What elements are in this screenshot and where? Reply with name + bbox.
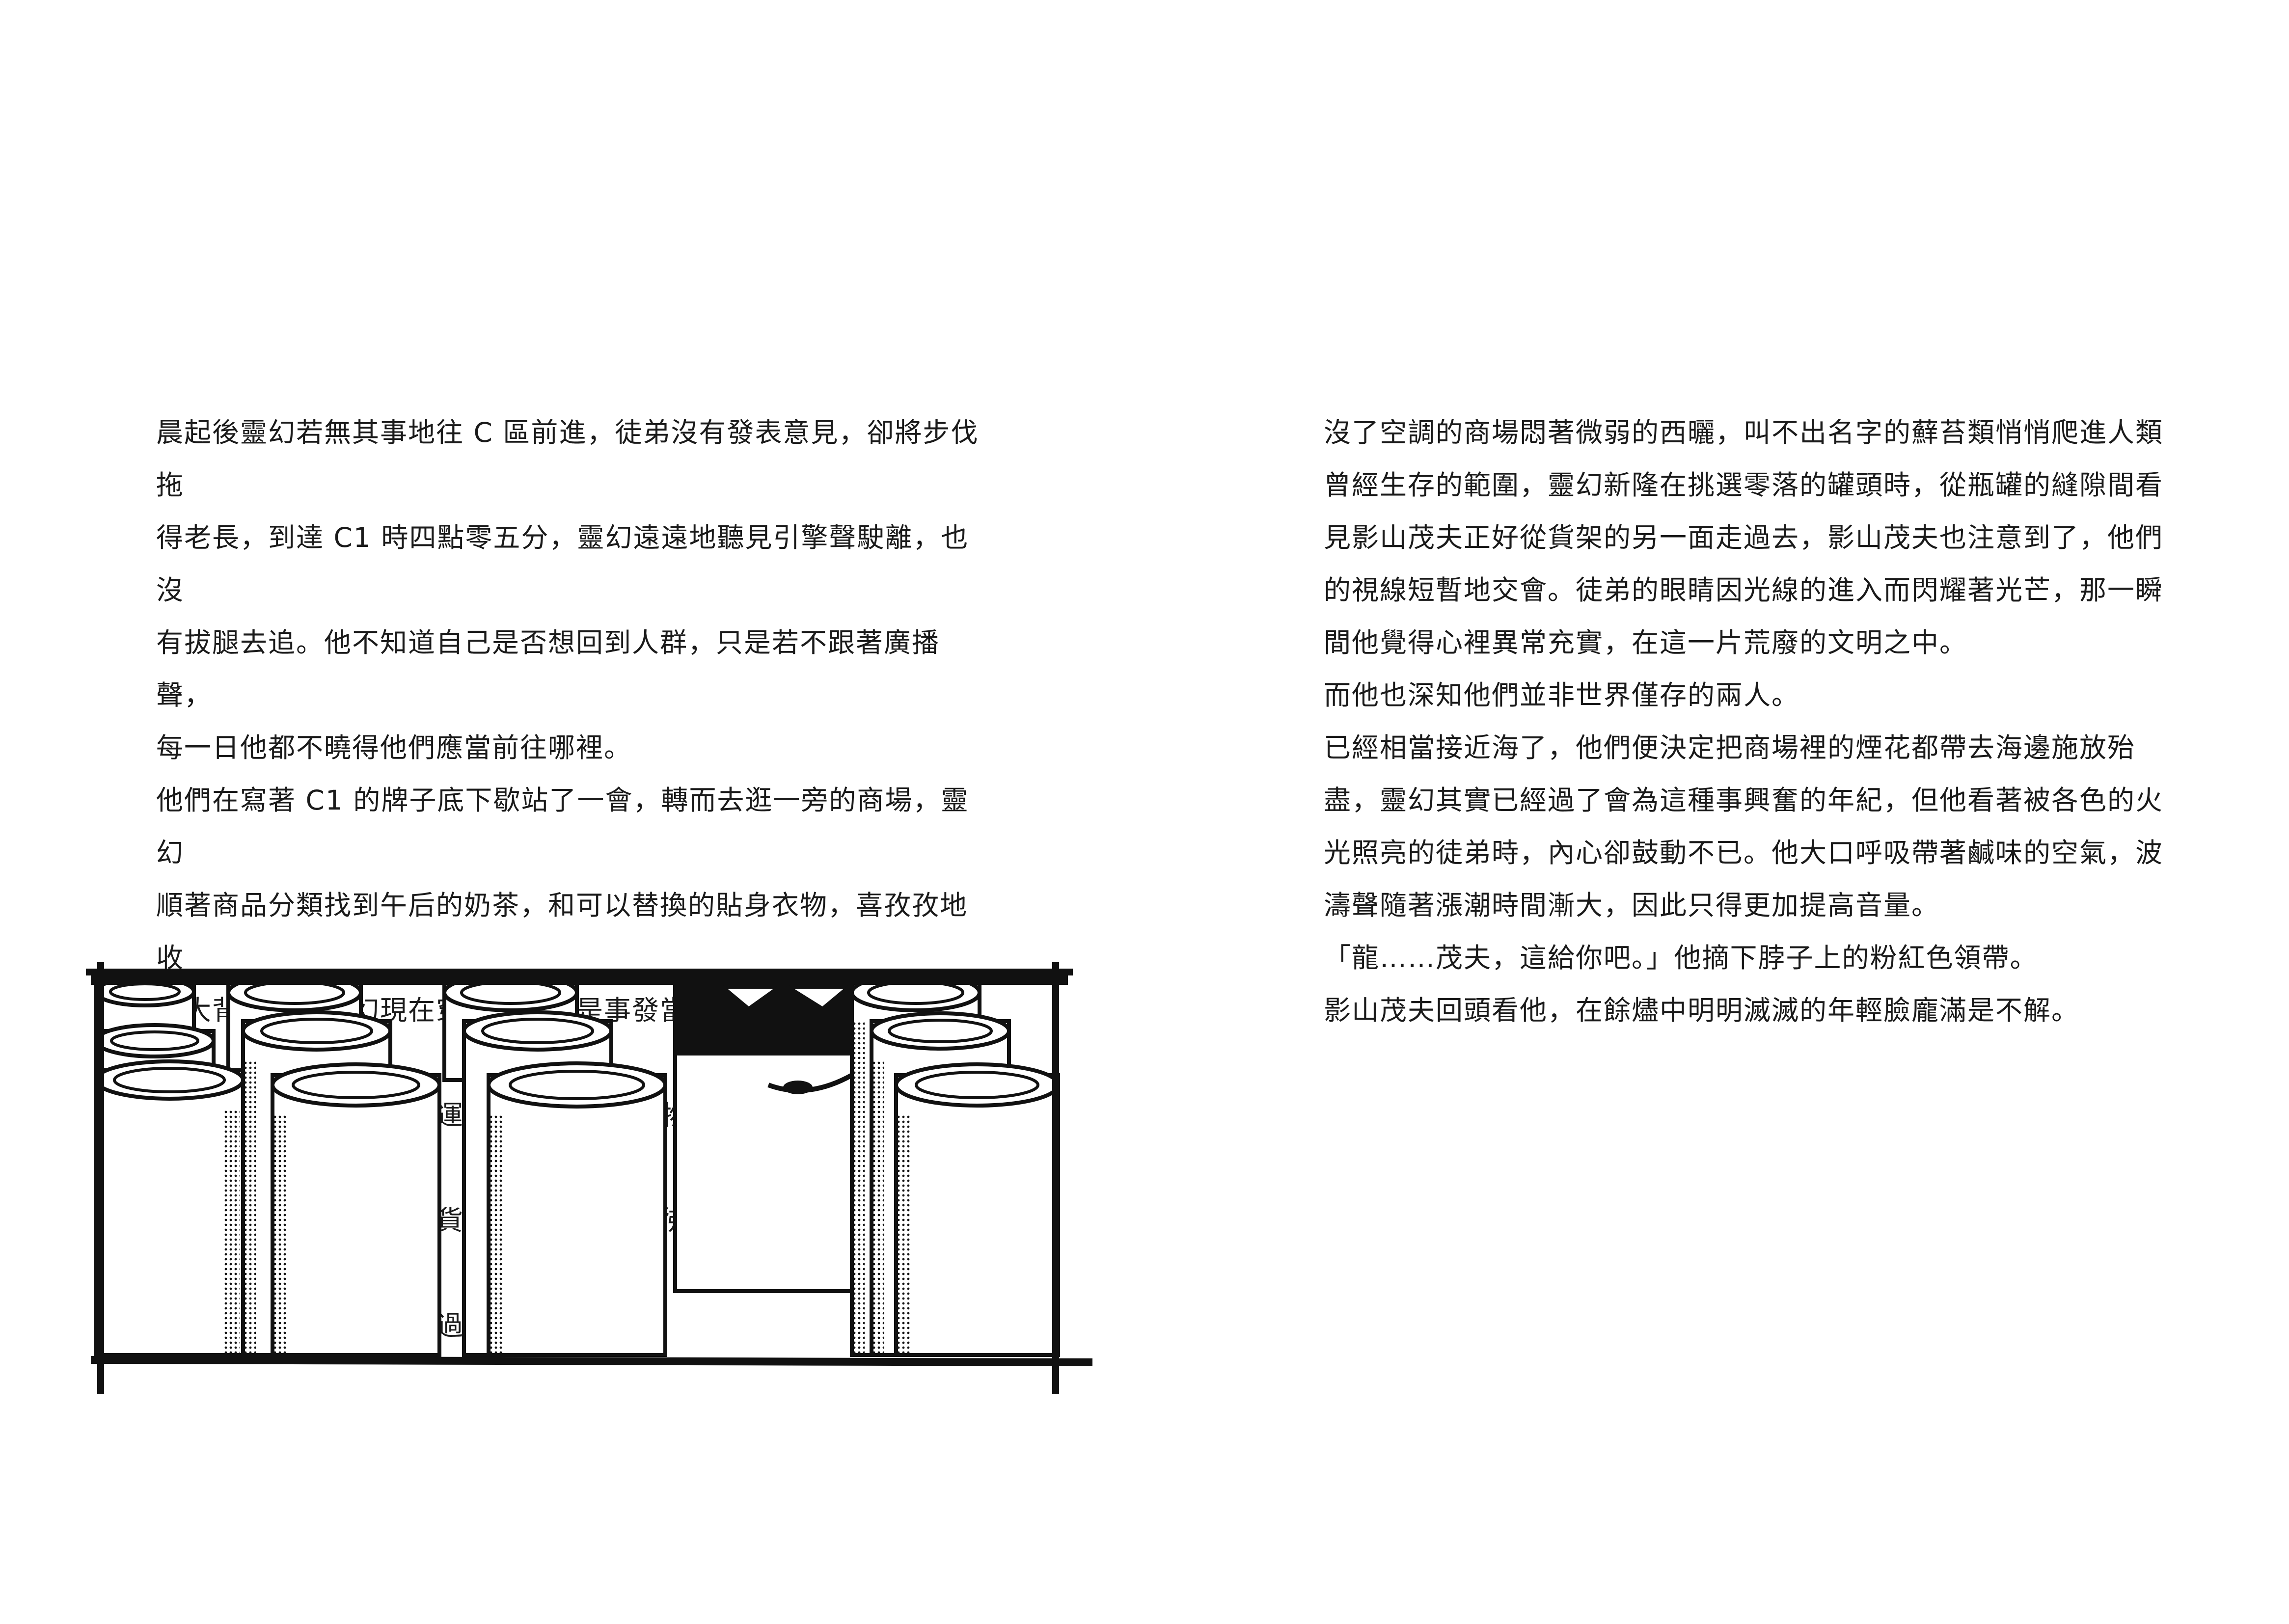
can-front-row: [487, 1061, 667, 1357]
can-front-row: [894, 1062, 1060, 1357]
paragraph: 而他也深知他們並非世界僅存的兩人。: [1324, 679, 1800, 711]
paragraph: 「龍……茂夫，這給你吧。」他摘下脖子上的粉紅色領帶。: [1324, 942, 2038, 974]
right-page: 沒了空調的商場悶著微弱的西曬，叫不出名字的蘚苔類悄悄爬進人類 曾經生存的範圍，靈…: [1144, 0, 2289, 1624]
paragraph: 已經相當接近海了，他們便決定把商場裡的煙花都帶去海邊施放殆 盡，靈幻其實已經過了…: [1324, 732, 2164, 921]
right-text-block: 沒了空調的商場悶著微弱的西曬，叫不出名字的蘚苔類悄悄爬進人類 曾經生存的範圍，靈…: [1324, 406, 2168, 1037]
illustration-drawing: [86, 962, 1093, 1394]
can-front-row: [271, 1062, 441, 1357]
can-front-row: [94, 1059, 245, 1357]
paragraph: 晨起後靈幻若無其事地往 C 區前進，徒弟沒有發表意見，卻將步伐拖 得老長，到達 …: [156, 417, 979, 763]
cans-on-shelf-illustration: [86, 962, 1097, 1404]
shelf-frame: [86, 962, 1093, 1394]
paragraph: 影山茂夫回頭看他，在餘燼中明明滅滅的年輕臉龐滿是不解。: [1324, 995, 2080, 1026]
paragraph: 沒了空調的商場悶著微弱的西曬，叫不出名字的蘚苔類悄悄爬進人類 曾經生存的範圍，靈…: [1324, 417, 2164, 658]
left-page: 晨起後靈幻若無其事地往 C 區前進，徒弟沒有發表意見，卻將步伐拖 得老長，到達 …: [0, 0, 1144, 1624]
